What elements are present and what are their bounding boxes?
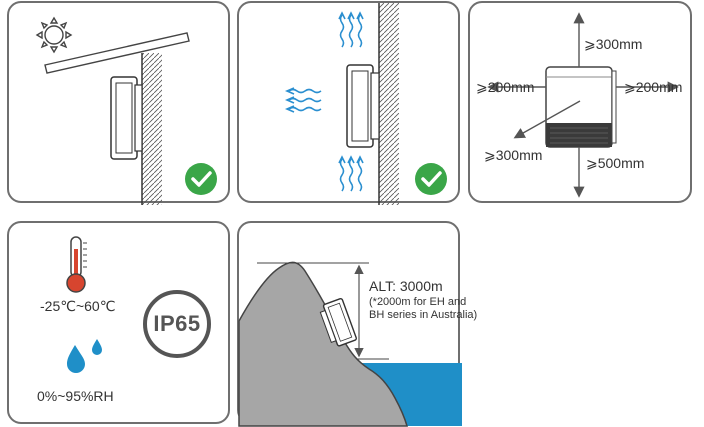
airflow-arrows-icon <box>338 11 364 48</box>
altitude-note: (*2000m for EH and BH series in Australi… <box>369 296 478 321</box>
inverter-side-view <box>110 76 143 160</box>
clearance-bottom-label: ⩾500mm <box>586 155 645 171</box>
panel-environment: -25℃~60℃ 0%~95%RH IP65 <box>7 221 230 424</box>
clearance-top-label: ⩾300mm <box>584 36 643 52</box>
panel-airflow <box>237 1 460 205</box>
clearance-front-label: ⩾300mm <box>484 147 543 163</box>
thermometer-icon <box>66 236 87 293</box>
water-droplet-icon <box>67 339 102 373</box>
clearance-right-label: ⩾200mm <box>624 79 683 95</box>
clearance-left-label: ⩾200mm <box>476 79 535 95</box>
airflow-arrows-icon <box>284 87 322 113</box>
sun-icon <box>35 16 73 54</box>
altitude-title: ALT: 3000m <box>369 278 443 294</box>
ip65-badge-icon <box>143 290 211 358</box>
sea-water <box>359 363 462 426</box>
checkmark-icon <box>185 163 217 195</box>
inverter-side-view <box>319 298 357 347</box>
shade-roof <box>44 32 190 74</box>
ip-rating: IP65 <box>153 311 201 336</box>
panel-sun-shade <box>7 1 230 205</box>
temperature-range: -25℃~60℃ <box>40 298 116 314</box>
panel-altitude: ALT: 3000m (*2000m for EH and BH series … <box>237 221 477 427</box>
clearance-front-arrow <box>513 100 581 139</box>
humidity-range: 0%~95%RH <box>37 388 114 404</box>
inverter-front-view <box>545 66 617 148</box>
panel-clearance: ⩾300mm ⩾200mm ⩾200mm ⩾300mm ⩾500mm <box>468 1 692 203</box>
airflow-arrows-icon <box>338 155 364 192</box>
checkmark-icon <box>415 163 447 195</box>
inverter-side-view <box>346 64 380 148</box>
